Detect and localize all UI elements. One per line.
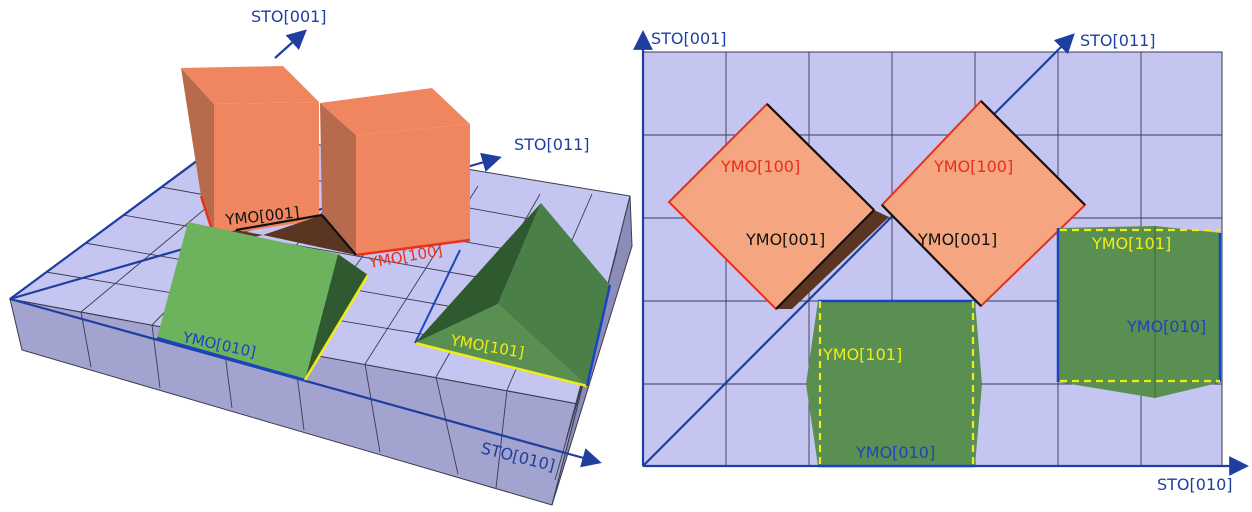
green2-right-face bbox=[498, 203, 610, 386]
right-green-box-side bbox=[1056, 226, 1222, 398]
green-bottom-fill bbox=[806, 301, 982, 466]
right-green-box-bottom bbox=[806, 299, 982, 468]
right-label-diamond-left-ymo001: YMO[001] bbox=[745, 230, 825, 249]
green2-blue-edge bbox=[585, 284, 612, 387]
crystal2-black-face bbox=[263, 215, 356, 255]
right-diamond-right bbox=[880, 99, 1087, 308]
diamond-left-black-edge-b bbox=[775, 209, 875, 310]
green1-blue-edge bbox=[156, 336, 306, 382]
right-label-box-bottom-ymo101: YMO[101] bbox=[822, 345, 902, 364]
green1-side-face bbox=[305, 254, 368, 380]
diamond-right-black-edge-a bbox=[980, 100, 1086, 206]
crystal-black-edge-a bbox=[235, 213, 323, 232]
right-label-sto010: STO[010] bbox=[1157, 475, 1233, 494]
green2-front-face bbox=[415, 304, 587, 386]
green2-yellow-edge bbox=[414, 341, 588, 388]
right-diamond-left bbox=[667, 102, 889, 311]
crystal1-top-face bbox=[181, 66, 319, 104]
left-label-sto011: STO[011] bbox=[514, 135, 590, 154]
right-label-box-right-ymo010: YMO[010] bbox=[1126, 317, 1206, 336]
diamond-left-ymo001-face bbox=[776, 210, 889, 309]
right-label-box-right-ymo101: YMO[101] bbox=[1091, 234, 1171, 253]
left-axis-sto001-tip bbox=[274, 29, 307, 59]
diamond-right-black-edge-b bbox=[881, 204, 982, 307]
crystal1-front-face bbox=[214, 102, 319, 236]
right-label-diamond-left-ymo100: YMO[100] bbox=[720, 157, 800, 176]
right-top-view: STO[001] STO[011] STO[010] YMO[100] YMO[… bbox=[633, 29, 1249, 494]
left-green-crystal-2 bbox=[414, 203, 612, 388]
crystal2-top-face bbox=[320, 88, 470, 135]
green1-top-face bbox=[157, 222, 338, 380]
right-label-sto001: STO[001] bbox=[651, 29, 727, 48]
right-label-diamond-right-ymo100: YMO[100] bbox=[933, 157, 1013, 176]
diamond-left-black-edge-a bbox=[766, 103, 875, 211]
left-green-crystal-1 bbox=[156, 222, 370, 382]
left-label-sto001: STO[001] bbox=[251, 7, 327, 26]
left-3d-view: STO[001] STO[011] STO[010] YMO[001] YMO[… bbox=[8, 7, 633, 506]
green1-yellow-edge bbox=[303, 274, 370, 381]
right-label-sto011: STO[011] bbox=[1080, 31, 1156, 50]
left-orange-crystal-2 bbox=[235, 88, 471, 257]
crystal2-red-edge bbox=[355, 238, 471, 257]
right-axis-sto011 bbox=[642, 33, 1075, 467]
crystal1-side-face bbox=[181, 68, 214, 236]
crystal-black-edge-b bbox=[321, 214, 357, 256]
right-label-box-bottom-ymo010: YMO[010] bbox=[855, 443, 935, 462]
green2-blue-edge-back bbox=[414, 249, 461, 344]
green2-left-face bbox=[415, 203, 541, 343]
green-side-fill bbox=[1058, 226, 1222, 398]
right-label-diamond-right-ymo001: YMO[001] bbox=[917, 230, 997, 249]
crystal2-side-face bbox=[320, 103, 356, 255]
left-axis-sto001-base bbox=[9, 154, 206, 300]
crystal2-front-face bbox=[356, 124, 470, 255]
